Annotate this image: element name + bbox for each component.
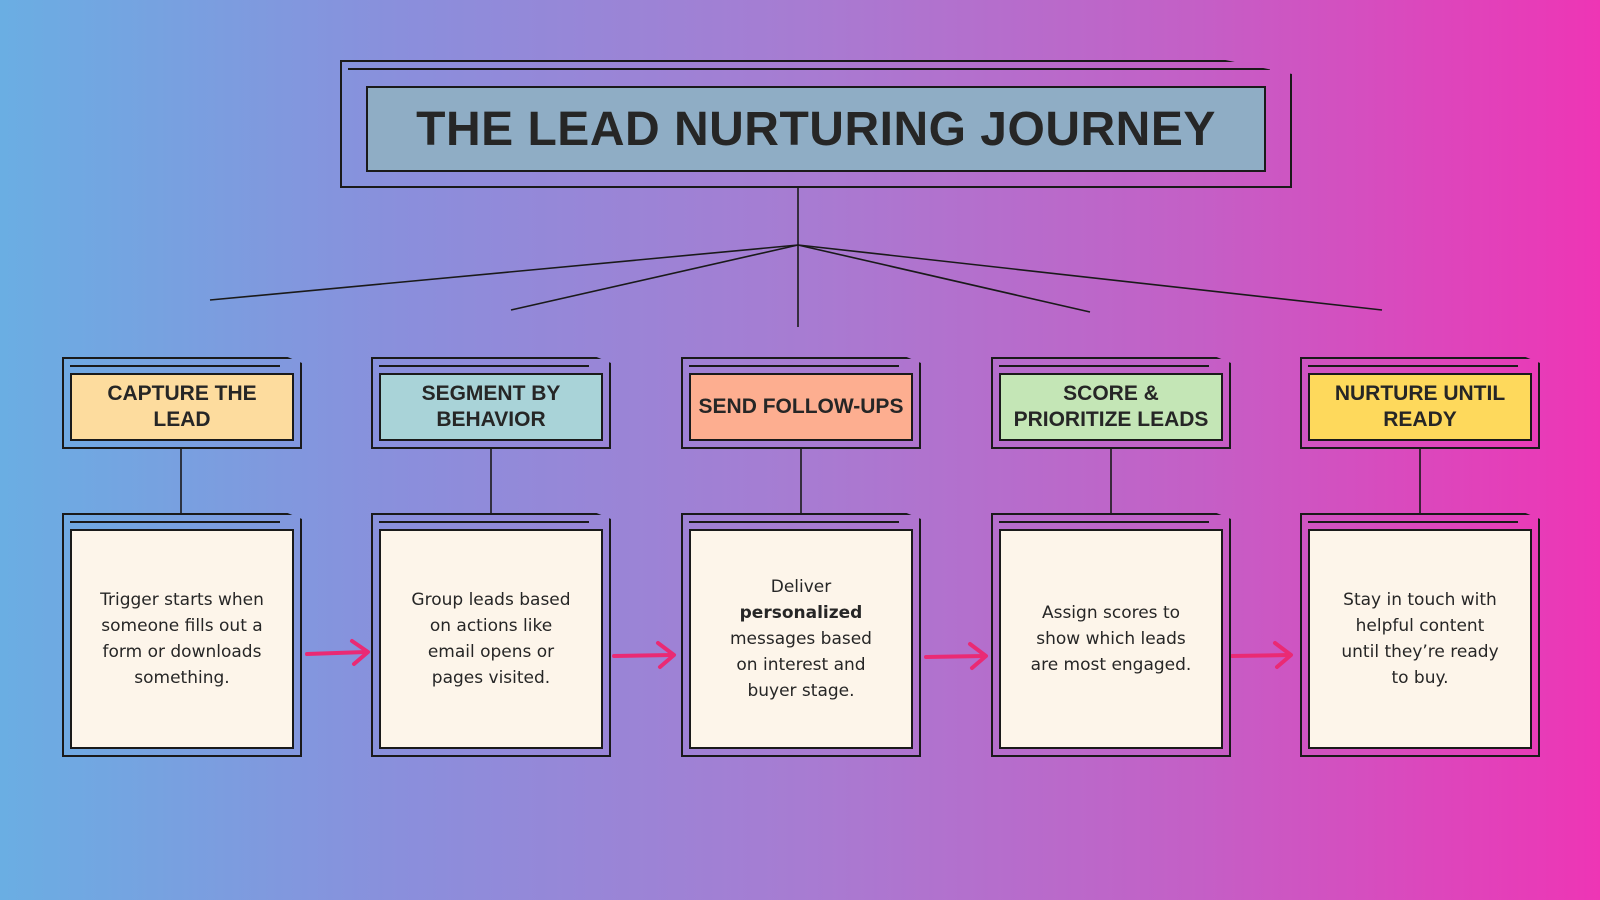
step-3-description: Deliver personalized messages based on i…: [691, 574, 911, 704]
frame-decor-line: [379, 521, 589, 523]
step-3-description-box: Deliver personalized messages based on i…: [689, 529, 913, 749]
frame-decor-line: [379, 365, 589, 367]
step-2-description-frame: Group leads based on actions like email …: [371, 513, 611, 757]
step-5-header: NURTURE UNTIL READY: [1308, 373, 1532, 441]
step-4-description-frame: Assign scores to show which leads are mo…: [991, 513, 1231, 757]
step-5-description-frame: Stay in touch with helpful content until…: [1300, 513, 1540, 757]
frame-decor-line: [70, 521, 280, 523]
step-2-heading: SEGMENT BY BEHAVIOR: [421, 382, 561, 431]
step-5-description-box: Stay in touch with helpful content until…: [1308, 529, 1532, 749]
right-arrow-icon: [924, 642, 988, 670]
step-3-heading: SEND FOLLOW-UPS: [698, 395, 904, 418]
step-2-header-frame: SEGMENT BY BEHAVIOR: [371, 357, 611, 449]
step-5-header-frame: NURTURE UNTIL READY: [1300, 357, 1540, 449]
step-4-header: SCORE & PRIORITIZE LEADS: [999, 373, 1223, 441]
diagram-title: THE LEAD NURTURING JOURNEY: [416, 102, 1216, 156]
branch-line-4: [797, 244, 1091, 313]
step-3-header-frame: SEND FOLLOW-UPS: [681, 357, 921, 449]
title-box: THE LEAD NURTURING JOURNEY: [366, 86, 1266, 172]
frame-decor-line: [70, 365, 280, 367]
description-bold-word: personalized: [739, 603, 863, 623]
frame-decor-line: [999, 521, 1209, 523]
step-1-heading: CAPTURE THE LEAD: [107, 382, 257, 431]
frame-decor-line: [1308, 521, 1518, 523]
branch-line-1: [209, 244, 799, 301]
step-5-description: Stay in touch with helpful content until…: [1341, 590, 1499, 688]
step-4-heading: SCORE & PRIORITIZE LEADS: [1013, 382, 1209, 431]
step-1-description-box: Trigger starts when someone fills out a …: [70, 529, 294, 749]
branch-line-2: [510, 244, 799, 311]
title-frame: THE LEAD NURTURING JOURNEY: [340, 60, 1292, 188]
frame-decor-line: [999, 365, 1209, 367]
step-1-description: Trigger starts when someone fills out a …: [100, 590, 264, 688]
description-text-after: messages based on interest and buyer sta…: [730, 629, 872, 701]
frame-decor-line: [689, 365, 899, 367]
step-4-description-box: Assign scores to show which leads are mo…: [999, 529, 1223, 749]
step-2-header: SEGMENT BY BEHAVIOR: [379, 373, 603, 441]
right-arrow-icon: [305, 639, 370, 666]
step-5-heading: NURTURE UNTIL READY: [1334, 382, 1506, 431]
step-2-description-box: Group leads based on actions like email …: [379, 529, 603, 749]
frame-decor-line: [1308, 365, 1518, 367]
step-3-description-frame: Deliver personalized messages based on i…: [681, 513, 921, 757]
step-1-header: CAPTURE THE LEAD: [70, 373, 294, 441]
step-1-header-frame: CAPTURE THE LEAD: [62, 357, 302, 449]
description-text-before: Deliver: [770, 577, 832, 597]
right-arrow-icon: [1230, 641, 1293, 669]
step-4-description: Assign scores to show which leads are mo…: [1030, 603, 1192, 675]
step-3-header: SEND FOLLOW-UPS: [689, 373, 913, 441]
right-arrow-icon: [612, 641, 676, 669]
frame-decor-line: [689, 521, 899, 523]
branch-line-5: [797, 244, 1383, 311]
step-4-header-frame: SCORE & PRIORITIZE LEADS: [991, 357, 1231, 449]
step-1-description-frame: Trigger starts when someone fills out a …: [62, 513, 302, 757]
frame-decor-line: [348, 68, 1270, 70]
step-2-description: Group leads based on actions like email …: [411, 590, 571, 688]
